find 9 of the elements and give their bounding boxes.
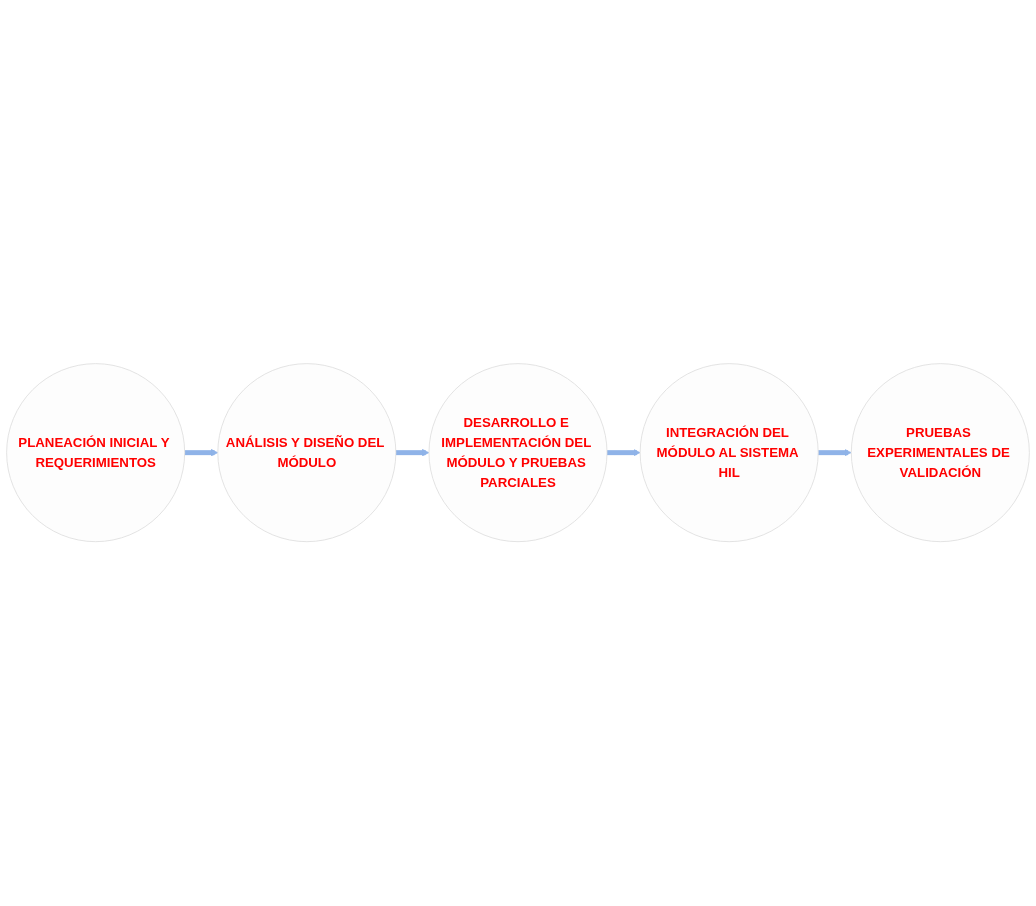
node-circle: PLANEACIÓN INICIAL Y REQUERIMIENTOS [6,363,186,543]
node-circle: ANÁLISIS Y DISEÑO DEL MÓDULO [217,363,397,543]
node-circle: DESARROLLO E IMPLEMENTACIÓN DEL MÓDULO Y PRUEBAS PARCIALES [428,363,608,543]
arrow [184,449,219,457]
node-circle: PRUEBAS EXPERIMENTALES DE VALIDACIÓN [850,363,1030,543]
arrow [818,449,852,457]
arrow [607,449,641,457]
arrow [395,449,430,457]
node-circle: INTEGRACIÓN DEL MÓDULO AL SISTEMA HIL [639,363,819,543]
